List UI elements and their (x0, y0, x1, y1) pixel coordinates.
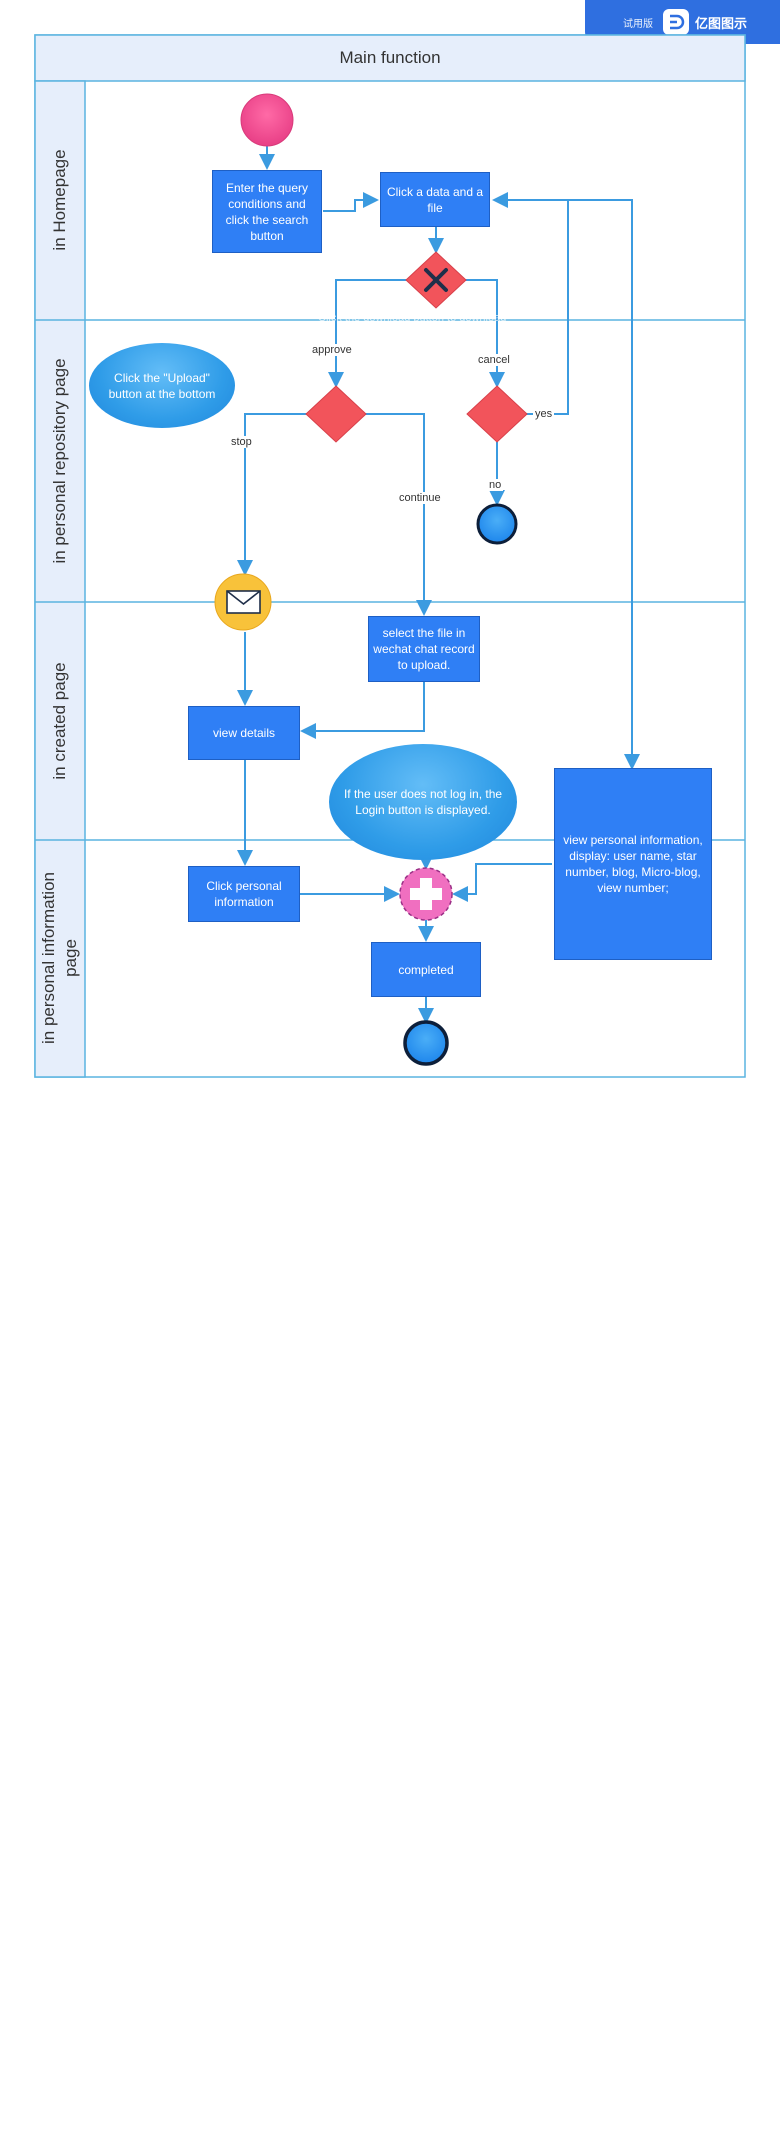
end-event-final (403, 1020, 449, 1066)
edge-select-to-details (300, 682, 425, 739)
edge-gateway-to-cancel (464, 279, 505, 388)
edge-label-no: no (487, 479, 504, 491)
login-note: If the user does not log in, the Login b… (329, 744, 517, 860)
edge-query-to-click (323, 192, 379, 212)
click-personal-task: Click personal information (188, 866, 300, 922)
brand-name: 亿图图示 (695, 15, 748, 31)
app-logo-icon (663, 9, 689, 35)
lane-label-column (34, 80, 86, 1078)
lane-label-created: in created page (50, 662, 69, 780)
lane-label-personal-info: in personal information page (39, 872, 80, 1044)
completed-task: completed (371, 942, 481, 997)
decision-approve (305, 385, 367, 443)
edge-branch-to-info (568, 199, 640, 770)
lane-label-repository: in personal repository page (50, 358, 69, 564)
edge-label-stop: stop (229, 436, 254, 448)
edge-info-to-merge (452, 863, 552, 902)
edge-label-approve: approve (310, 344, 354, 356)
trial-label: 试用版 (623, 18, 653, 30)
personal-info-task: view personal information, display: user… (554, 768, 712, 960)
end-event-repository (476, 503, 518, 545)
decision-cancel (466, 385, 528, 443)
click-data-task: Click a data and a file (380, 172, 490, 227)
plus-icon (410, 878, 442, 910)
edge-stop (237, 413, 308, 576)
lane-label-homepage: in Homepage (50, 149, 69, 251)
query-task: Enter the query conditions and click the… (212, 170, 322, 253)
start-event (240, 93, 294, 147)
upload-hint-note: Click the "Upload" button at the bottom (89, 343, 235, 428)
gateway-x-icon (424, 268, 448, 292)
edge-gateway-to-approve (328, 279, 408, 388)
pool-title: Main function (339, 48, 441, 67)
view-details-task: view details (188, 706, 300, 760)
edge-continue (364, 413, 432, 616)
edge-label-continue: continue (397, 492, 443, 504)
edge-yes-loop (492, 192, 569, 415)
envelope-icon (226, 590, 261, 614)
faded-download-text: Click the download button to download (318, 312, 507, 324)
select-file-task: select the file in wechat chat record to… (368, 616, 480, 682)
pool-header (34, 34, 746, 82)
edge-label-cancel: cancel (476, 354, 512, 366)
edge-label-yes: yes (533, 408, 555, 420)
